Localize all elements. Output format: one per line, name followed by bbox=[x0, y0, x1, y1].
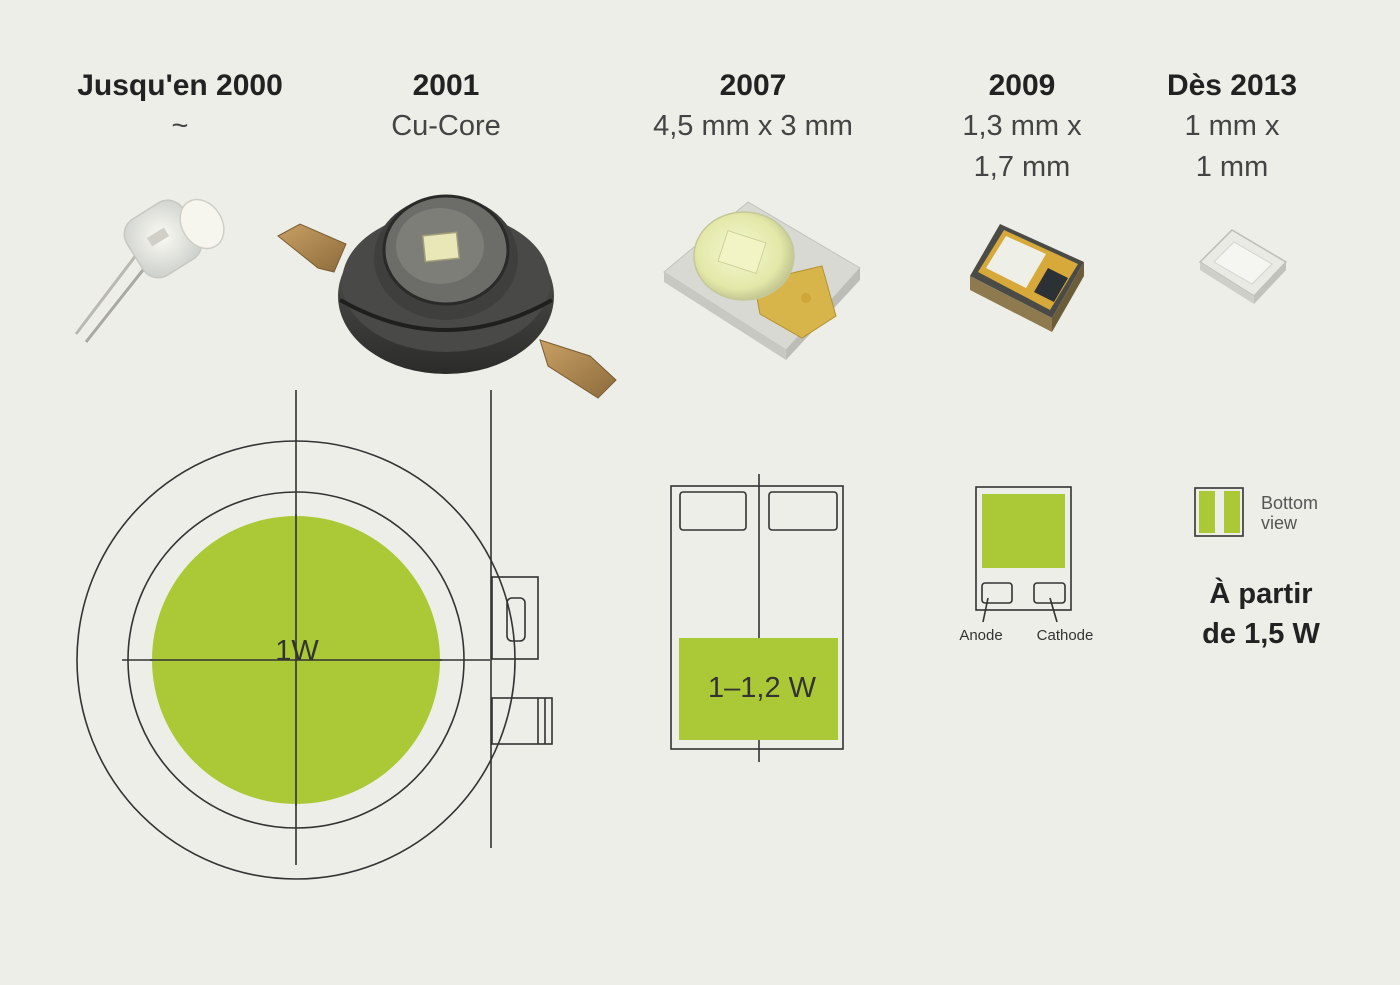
chip-2009-led-image bbox=[970, 224, 1084, 332]
column-year: 2009 bbox=[988, 69, 1056, 102]
column-year: Dès 2013 bbox=[1166, 69, 1298, 102]
column-until-2000: Jusqu'en 2000 ~ bbox=[40, 66, 320, 147]
power-2013-line-1: À partir bbox=[1209, 578, 1313, 610]
cathode-label: Cathode bbox=[1037, 627, 1094, 644]
csp-2013-pad-right bbox=[1224, 491, 1240, 533]
column-spec-line-1: 1,3 mm x bbox=[962, 110, 1082, 142]
cu-core-power-label: 1W bbox=[275, 635, 319, 667]
column-spec: 4,5 mm x 3 mm bbox=[653, 110, 853, 142]
column-2009: 2009 1,3 mm x 1,7 mm bbox=[922, 66, 1122, 188]
smd-2007-power-label: 1–1,2 W bbox=[708, 672, 817, 704]
column-spec-line-2: 1 mm bbox=[1195, 151, 1269, 183]
column-spec: Cu-Core bbox=[391, 110, 501, 142]
column-2001: 2001 Cu-Core bbox=[336, 66, 556, 147]
chip-2009-emitter-area bbox=[982, 494, 1065, 568]
column-2007: 2007 4,5 mm x 3 mm bbox=[613, 66, 893, 147]
cu-core-crosshair bbox=[150, 514, 442, 806]
csp-2013-led-image bbox=[1198, 229, 1288, 304]
smd-2007-led-image bbox=[663, 201, 861, 360]
column-year: 2001 bbox=[412, 69, 480, 102]
column-spec: ~ bbox=[171, 110, 189, 142]
column-year: Jusqu'en 2000 bbox=[77, 69, 283, 102]
csp-2013-pad-left bbox=[1199, 491, 1215, 533]
cu-core-led-image bbox=[277, 194, 617, 399]
through-hole-led-image bbox=[74, 198, 225, 343]
power-2013-line-2: de 1,5 W bbox=[1202, 618, 1320, 650]
power-2013-label: À partir de 1,5 W bbox=[1172, 574, 1350, 654]
column-spec-line-1: 1 mm x bbox=[1184, 110, 1280, 142]
bottom-view-label-line-1: Bottom bbox=[1261, 493, 1318, 513]
smd-2007-emitter-area bbox=[679, 638, 838, 740]
chip-2009-footprint-diagram bbox=[975, 486, 1072, 623]
column-spec-line-2: 1,7 mm bbox=[973, 151, 1071, 183]
column-year: 2007 bbox=[719, 69, 787, 102]
column-2013: Dès 2013 1 mm x 1 mm bbox=[1137, 66, 1327, 188]
csp-2013-bottom-view-outline bbox=[1194, 487, 1244, 537]
anode-label: Anode bbox=[959, 627, 1002, 644]
bottom-view-label-line-2: view bbox=[1261, 513, 1298, 533]
smd-2007-footprint-diagram bbox=[670, 474, 844, 762]
